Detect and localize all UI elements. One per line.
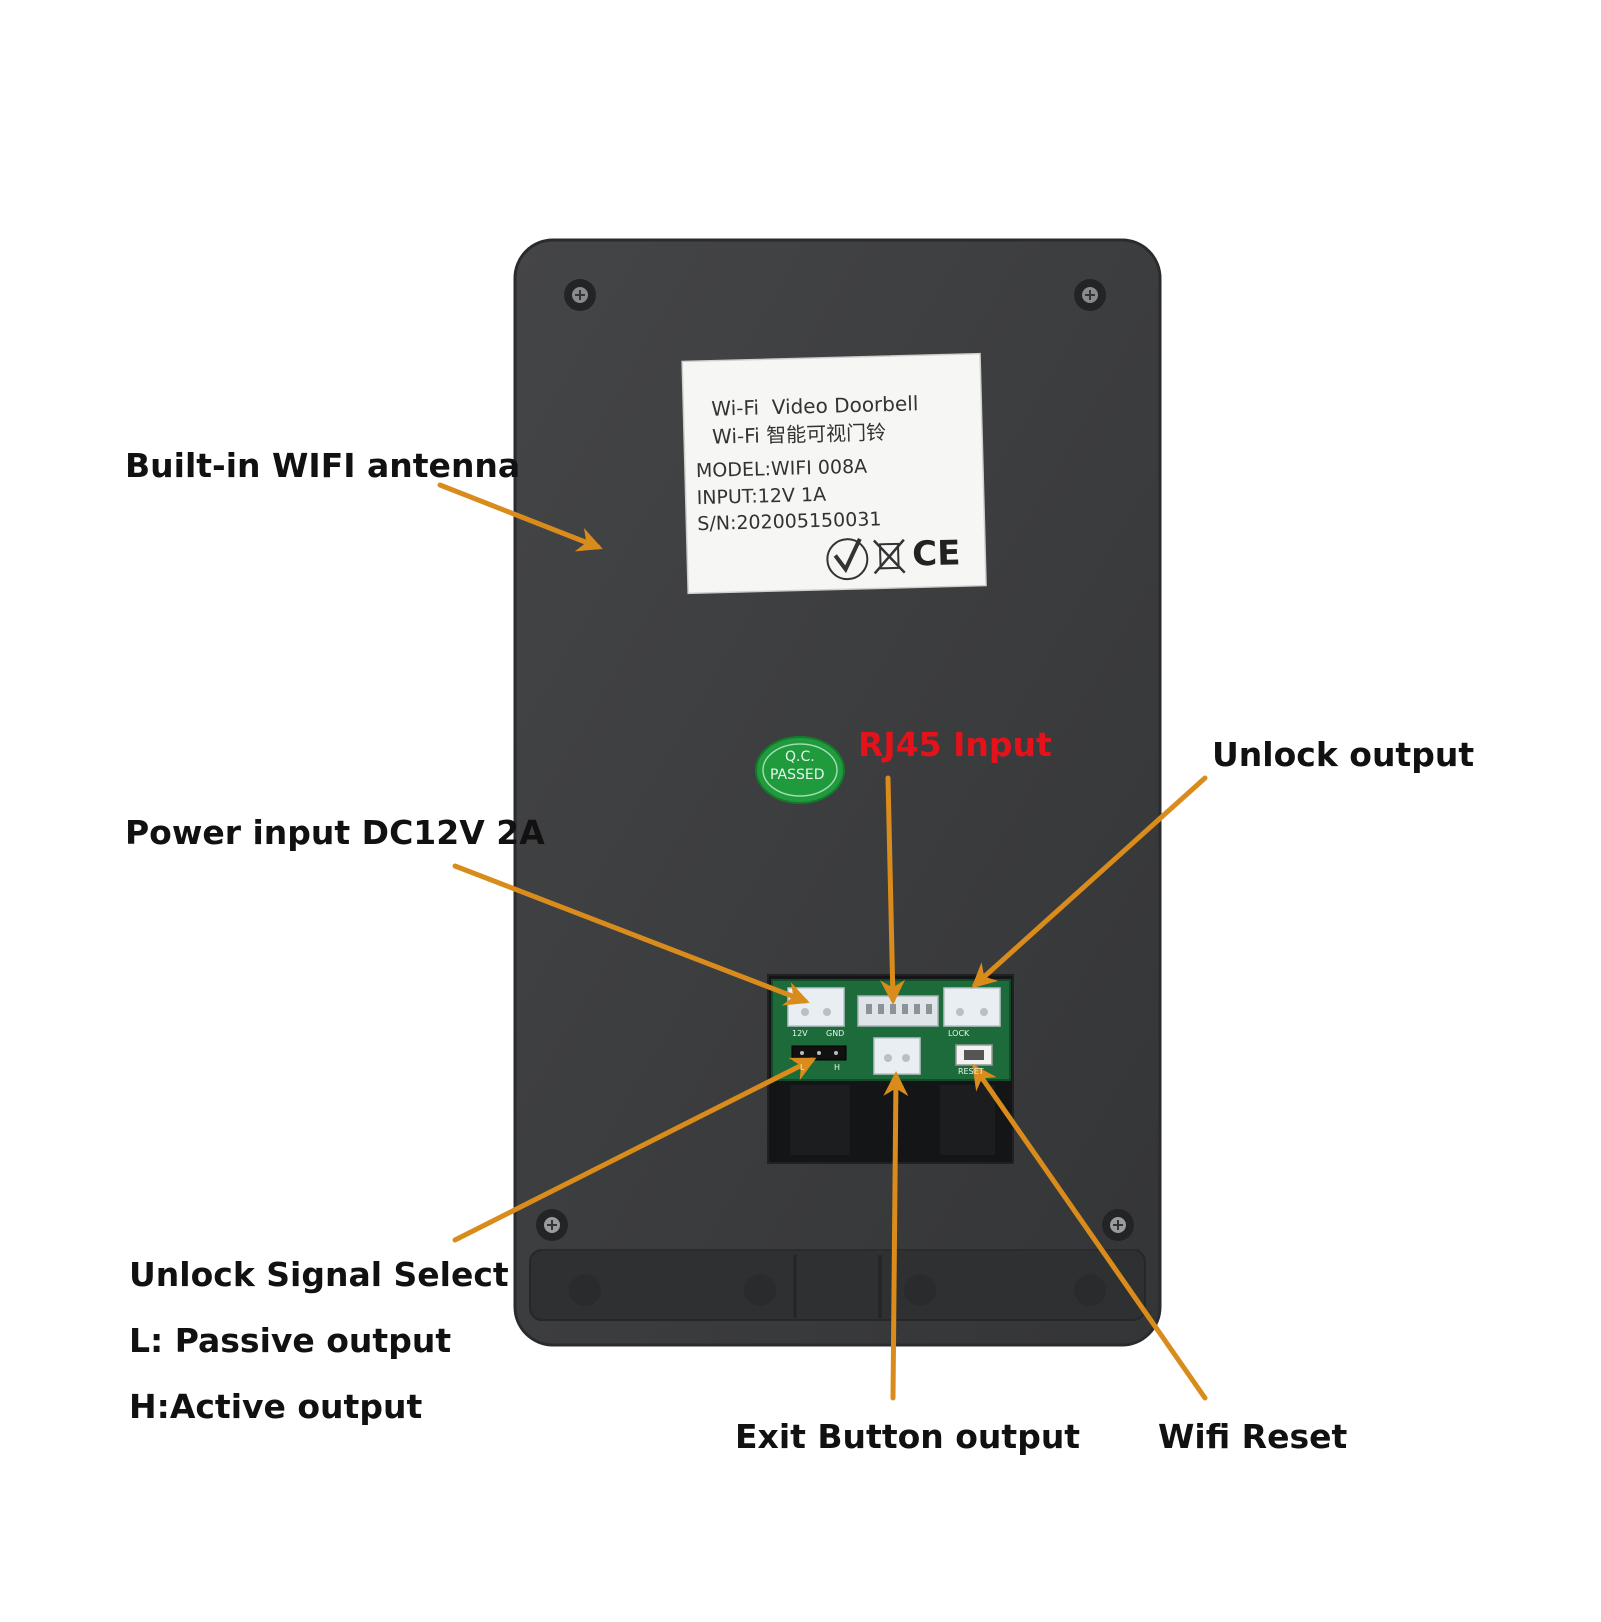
arrow-wifi-reset — [972, 1063, 1208, 1401]
pcb-gnd: GND — [826, 1029, 845, 1038]
arrow-power-input — [452, 863, 810, 1006]
callout-active-output: H:Active output — [129, 1387, 423, 1426]
pcb-h: H — [834, 1063, 841, 1072]
callout-wifi-reset: Wifi Reset — [1158, 1417, 1348, 1456]
callout-passive-output: L: Passive output — [129, 1321, 452, 1360]
qc-sticker — [755, 736, 845, 804]
plate-input: INPUT:12V 1A — [696, 483, 827, 510]
arrow-wifi-antenna — [437, 482, 603, 552]
callout-wifi-antenna: Built-in WIFI antenna — [125, 446, 521, 485]
screw-icon — [1102, 1209, 1134, 1241]
screw-icon — [564, 279, 596, 311]
ce-mark: CE — [911, 533, 961, 575]
arrow-exit-button — [883, 1071, 909, 1401]
callout-unlock-output: Unlock output — [1212, 735, 1475, 774]
plate-title-cn: Wi-Fi 智能可视门铃 — [711, 420, 887, 449]
qc-line1: Q.C. — [785, 749, 815, 765]
plate-title-en: Wi-Fi Video Doorbell — [711, 391, 919, 421]
arrow-unlock-output — [971, 775, 1208, 989]
callout-power-input: Power input DC12V 2A — [125, 813, 545, 852]
callout-unlock-signal-select: Unlock Signal Select — [129, 1255, 509, 1294]
screw-icon — [1074, 279, 1106, 311]
qc-line2: PASSED — [770, 767, 825, 783]
arrow-unlock-signal — [452, 1057, 817, 1243]
pcb-12v: 12V — [792, 1029, 808, 1038]
screw-icon — [536, 1209, 568, 1241]
label-plate — [681, 352, 987, 595]
pcb-l: L — [800, 1063, 805, 1072]
callout-rj45: RJ45 Input — [858, 725, 1052, 764]
plate-serial: S/N:202005150031 — [697, 508, 882, 536]
weee-bin-icon — [872, 538, 906, 575]
unlock-connector — [943, 987, 1001, 1027]
callout-exit-button: Exit Button output — [735, 1417, 1081, 1456]
arrow-rj45 — [880, 775, 906, 1005]
plate-model: MODEL:WIFI 008A — [695, 455, 868, 483]
callout-arrows — [437, 482, 1208, 1401]
pcb-lock: LOCK — [948, 1029, 970, 1038]
check-certification-icon — [826, 538, 869, 581]
pcb-reset: RESET — [958, 1067, 984, 1076]
